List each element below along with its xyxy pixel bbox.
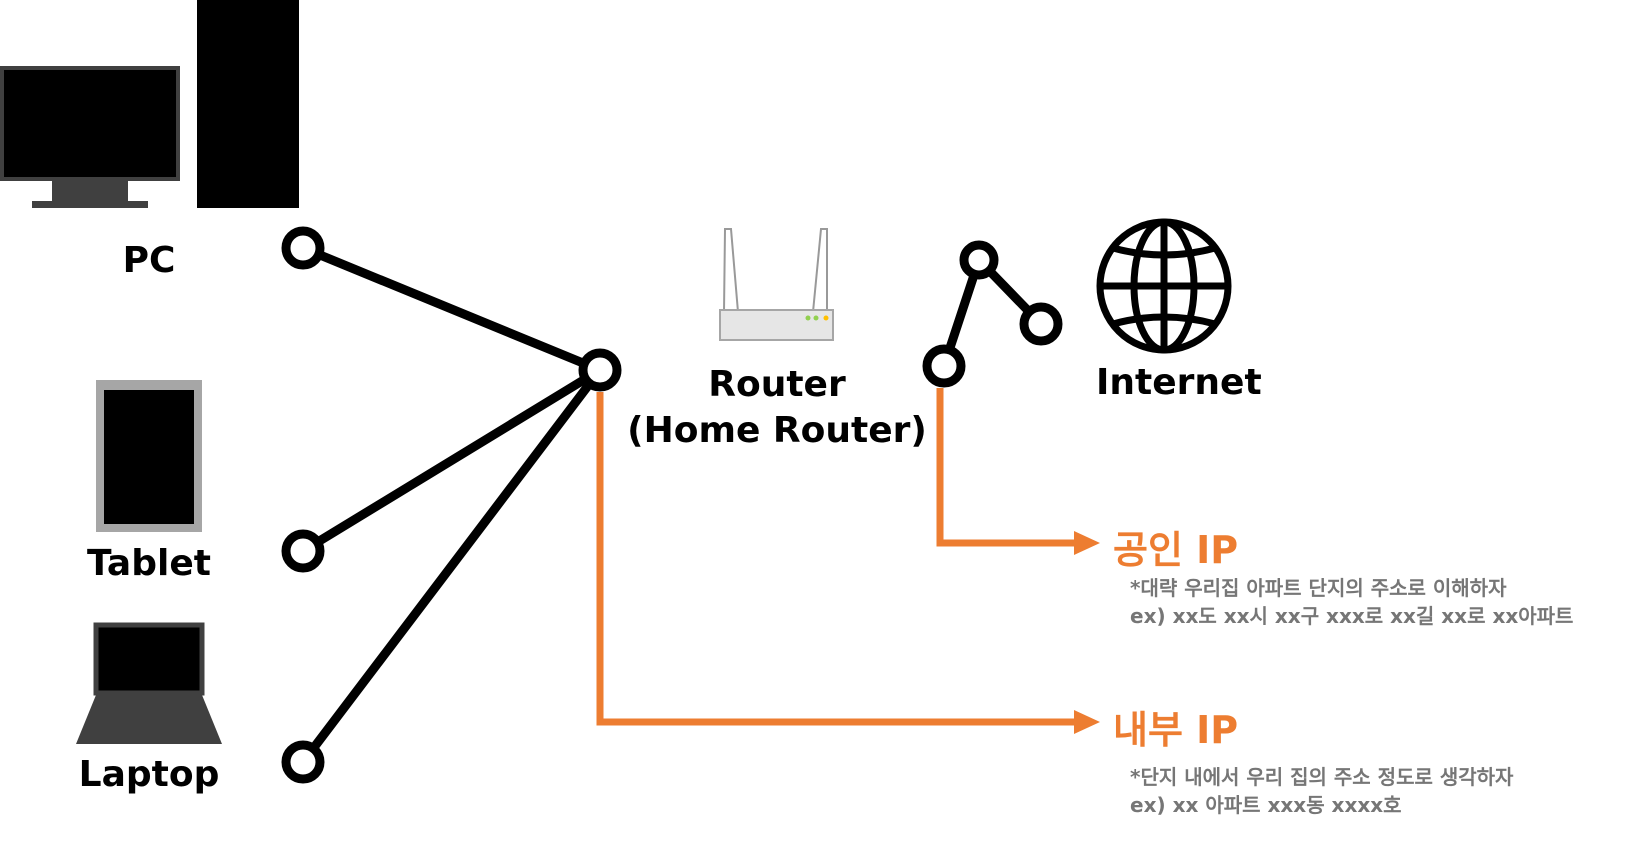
private-ip-note-line1: *단지 내에서 우리 집의 주소 정도로 생각하자 [1130, 765, 1514, 789]
public-ip-arrow [936, 388, 1100, 555]
connector-nodes [281, 226, 622, 784]
pc-label: PC [122, 240, 176, 281]
private-ip-label: 내부 IP [1113, 708, 1239, 752]
internet-link [922, 240, 1063, 388]
public-ip-label: 공인 IP [1113, 528, 1239, 572]
public-ip-note-line1: *대략 우리집 아파트 단지의 주소로 이해하자 [1130, 576, 1507, 600]
tablet-port [281, 529, 325, 573]
private-ip-note: *단지 내에서 우리 집의 주소 정도로 생각하자 ex) xx 아파트 xxx… [1130, 763, 1513, 819]
private-ip-note-line2: ex) xx 아파트 xxx동 xxxx호 [1130, 793, 1402, 817]
internet-label: Internet [1096, 362, 1262, 403]
router-icon [719, 228, 834, 341]
tablet-label: Tablet [87, 543, 211, 584]
pc-port [281, 226, 325, 270]
private-ip-arrow [596, 392, 1100, 734]
router-hub [578, 348, 622, 392]
tablet-icon [96, 380, 202, 532]
public-ip-note: *대략 우리집 아파트 단지의 주소로 이해하자 ex) xx도 xx시 xx구… [1130, 574, 1573, 630]
router-wan-port [922, 344, 966, 388]
pc-tower-icon [197, 0, 299, 208]
globe-icon [1096, 218, 1232, 354]
monitor-icon [0, 66, 180, 208]
device-router-links [298, 243, 605, 767]
laptop-icon [76, 622, 222, 744]
router-label: Router (Home Router) [597, 362, 957, 454]
router-label-line2: (Home Router) [627, 410, 927, 451]
router-label-line1: Router [708, 364, 846, 405]
public-ip-note-line2: ex) xx도 xx시 xx구 xxx로 xx길 xx로 xx아파트 [1130, 604, 1574, 628]
internet-port [1019, 302, 1063, 346]
laptop-port [281, 740, 325, 784]
laptop-label: Laptop [78, 754, 220, 795]
